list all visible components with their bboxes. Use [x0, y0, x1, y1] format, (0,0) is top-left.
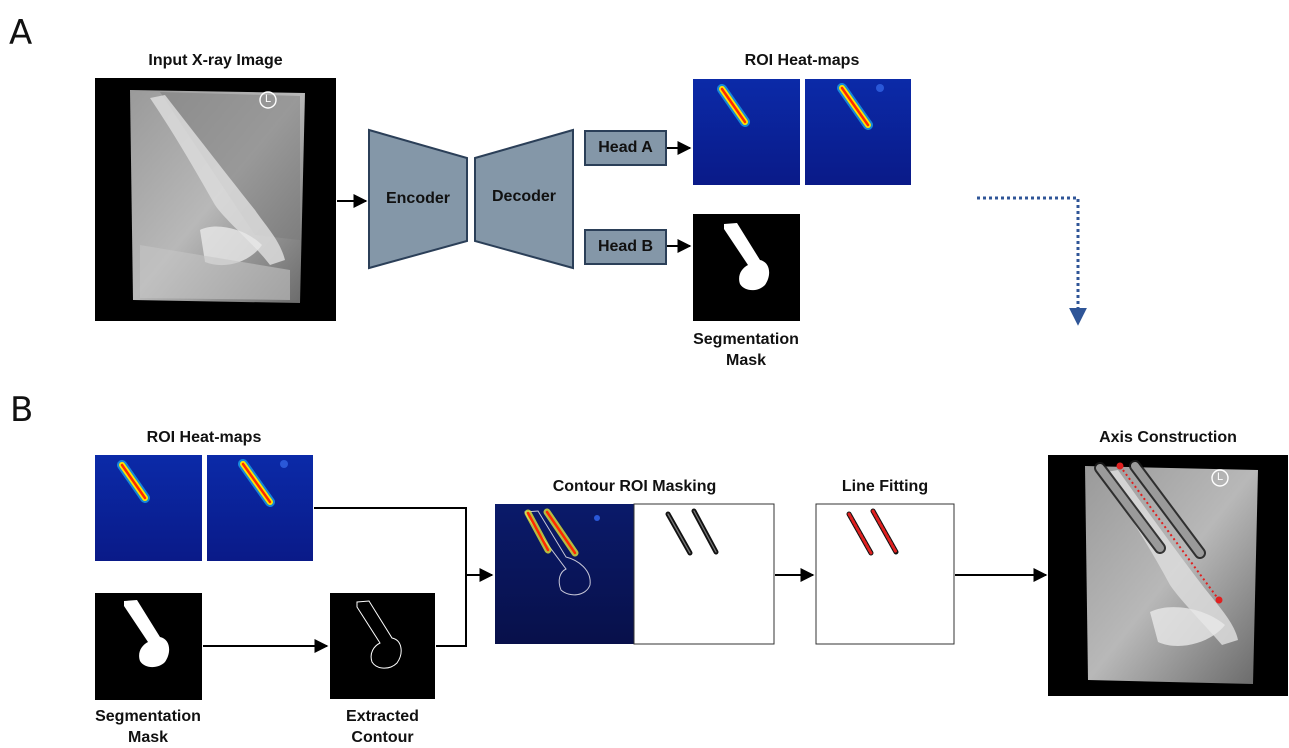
- head-a-label: Head A: [598, 139, 653, 156]
- segmentation-mask-label-a: Segmentation Mask: [693, 331, 799, 369]
- masked-heatmap-image: [495, 504, 634, 644]
- line-fitting-title: Line Fitting: [841, 478, 929, 495]
- dotted-arrow-a-to-b: [977, 196, 1087, 326]
- heatmap-b-1: [95, 455, 202, 561]
- connector-contour: [436, 575, 467, 647]
- connector-heatmaps: [314, 507, 467, 575]
- panel-a-letter: A: [9, 13, 33, 53]
- heatmaps-title-a: ROI Heat-maps: [744, 52, 860, 69]
- head-b-label: Head B: [597, 238, 654, 255]
- input-xray-title: Input X-ray Image: [148, 52, 283, 69]
- extracted-contour-image: [330, 593, 435, 699]
- axis-construction-image: [1048, 455, 1288, 696]
- segmentation-mask-a: [693, 214, 800, 321]
- segmentation-mask-b: [95, 593, 202, 700]
- xray-marker-b: L: [1216, 471, 1224, 483]
- heatmap-b-2: [207, 455, 313, 561]
- decoder-block: [474, 128, 574, 270]
- axis-construction-title: Axis Construction: [1099, 429, 1237, 446]
- extracted-contour-label: Extracted Contour: [346, 708, 419, 746]
- masked-roi-image: [633, 503, 775, 645]
- input-xray-image: [95, 78, 336, 321]
- encoder-label: Encoder: [385, 190, 450, 207]
- heatmap-a-1: [693, 79, 800, 185]
- line-fitting-image: [815, 503, 955, 645]
- contour-roi-masking-title: Contour ROI Masking: [552, 478, 717, 495]
- heatmap-a-2: [805, 79, 911, 185]
- heatmaps-title-b: ROI Heat-maps: [146, 429, 262, 446]
- xray-marker-a: L: [264, 93, 272, 105]
- head-b-box: Head B: [584, 229, 667, 265]
- segmentation-mask-label-b: Segmentation Mask: [95, 708, 201, 746]
- head-a-box: Head A: [584, 130, 667, 166]
- decoder-label: Decoder: [491, 188, 557, 205]
- encoder-block: [368, 128, 468, 270]
- panel-b-letter: B: [10, 390, 34, 430]
